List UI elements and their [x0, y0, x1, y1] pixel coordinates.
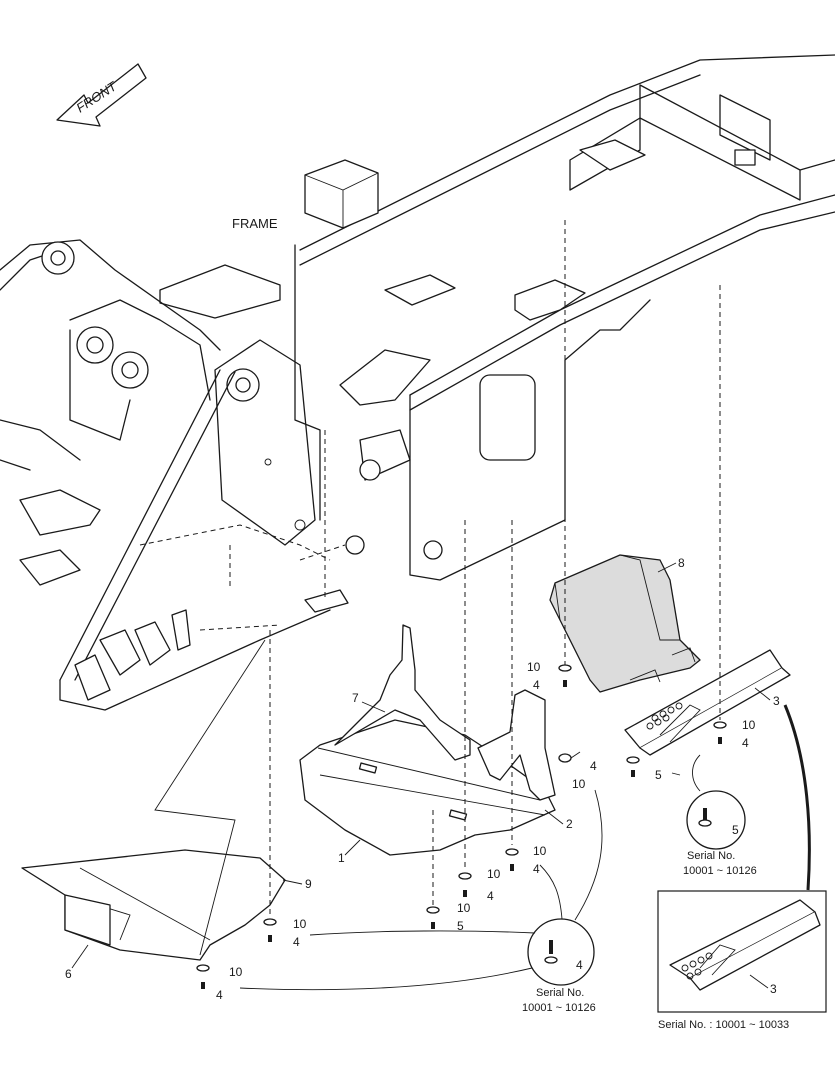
front-arrow: FRONT — [56, 63, 147, 127]
callout-2: 2 — [566, 817, 573, 831]
serial-box-label: Serial No. : 10001 ~ 10033 — [658, 1019, 789, 1031]
serial-bottom-line2: 10001 ~ 10126 — [522, 1002, 596, 1014]
frame-label: FRAME — [232, 216, 278, 231]
fastener-leaders — [269, 220, 721, 915]
callout-5-a: 5 — [457, 919, 464, 933]
callout-10-g: 10 — [527, 660, 541, 674]
callout-4-a: 4 — [293, 935, 300, 949]
hardware-callouts: 10 4 10 4 10 5 10 4 10 4 10 4 10 4 10 4 … — [216, 660, 756, 1002]
callout-10-f: 10 — [572, 777, 586, 791]
callout-5-c: 5 — [732, 823, 739, 837]
serial-right-line2: 10001 ~ 10126 — [683, 865, 757, 877]
callout-10-c: 10 — [457, 901, 471, 915]
part-3-channel: 3 — [624, 649, 791, 756]
inset-leader — [783, 704, 811, 891]
callout-4-f: 4 — [533, 678, 540, 692]
leader-zigzag — [154, 639, 266, 956]
callout-1: 1 — [338, 851, 345, 865]
callout-10-a: 10 — [293, 917, 307, 931]
callout-4-b: 4 — [216, 988, 223, 1002]
callout-4-c: 4 — [487, 889, 494, 903]
callout-3-right: 3 — [773, 694, 780, 708]
detail-circle-right: 5 Serial No. 10001 ~ 10126 — [671, 754, 757, 877]
callout-4-e: 4 — [590, 759, 597, 773]
part-8-cover: 8 — [549, 554, 701, 693]
frame — [0, 54, 835, 711]
part-3-bolts — [646, 702, 683, 730]
callout-4-g: 4 — [742, 736, 749, 750]
hardware — [196, 664, 727, 989]
part-2-side-panel: 2 — [477, 689, 573, 831]
callout-5-b: 5 — [655, 768, 662, 782]
callout-6: 6 — [65, 967, 72, 981]
callout-10-d: 10 — [487, 867, 501, 881]
callout-4-h: 4 — [576, 958, 583, 972]
serial-bottom-line1: Serial No. — [536, 987, 584, 999]
callout-10-e: 10 — [533, 844, 547, 858]
callout-10-b: 10 — [229, 965, 243, 979]
part-7-side-panel: 7 — [334, 624, 471, 761]
callout-9: 9 — [305, 877, 312, 891]
detail-circle-bottom: 4 Serial No. 10001 ~ 10126 — [239, 789, 603, 1014]
callout-7: 7 — [352, 691, 359, 705]
callout-8: 8 — [678, 556, 685, 570]
part-6-9-guard: 9 6 — [21, 849, 312, 981]
callout-10-h: 10 — [742, 718, 756, 732]
callout-4-d: 4 — [533, 862, 540, 876]
inset-box: 3 — [657, 890, 827, 1013]
serial-right-line1: Serial No. — [687, 850, 735, 862]
callout-3-inset: 3 — [770, 982, 777, 996]
